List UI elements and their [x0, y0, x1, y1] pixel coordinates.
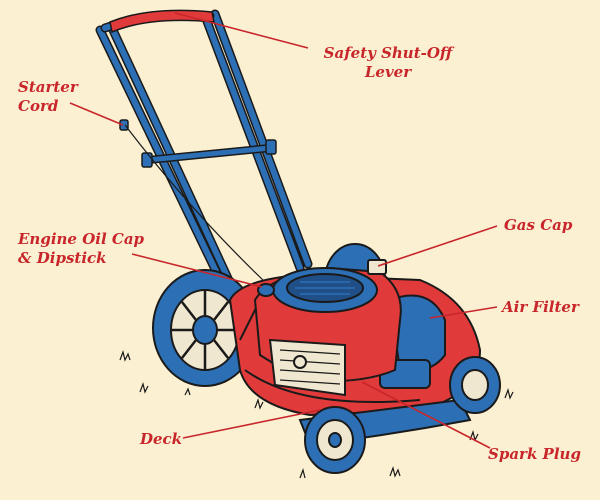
label-spark-plug: Spark Plug: [488, 445, 581, 464]
label-line: Starter: [18, 78, 78, 96]
label-line: Lever: [364, 63, 412, 81]
label-line: Air Filter: [502, 298, 579, 316]
safety-lever: [109, 9, 215, 34]
label-gas-cap: Gas Cap: [504, 216, 572, 235]
label-line: Cord: [18, 97, 59, 115]
label-engine-oil-cap-dipstick: Engine Oil Cap & Dipstick: [18, 230, 144, 268]
label-air-filter: Air Filter: [502, 298, 579, 317]
label-deck: Deck: [140, 430, 182, 449]
label-line: Gas Cap: [504, 216, 573, 234]
front-left-wheel: [304, 406, 366, 474]
label-line: & Dipstick: [18, 249, 107, 267]
front-right-wheel: [449, 356, 501, 414]
label-line: Safety Shut-Off: [323, 44, 453, 62]
grass-tufts: [119, 349, 514, 479]
label-safety-shut-off-lever: Safety Shut-Off Lever: [318, 44, 458, 82]
handle-knobs: [119, 119, 277, 168]
label-starter-cord: Starter Cord: [18, 78, 78, 116]
starter-cord-line: [124, 124, 266, 283]
engine: [253, 259, 402, 397]
label-line: Spark Plug: [488, 445, 581, 463]
label-line: Deck: [140, 430, 183, 448]
leader-lines: [69, 12, 498, 449]
label-line: Engine Oil Cap: [18, 230, 145, 248]
